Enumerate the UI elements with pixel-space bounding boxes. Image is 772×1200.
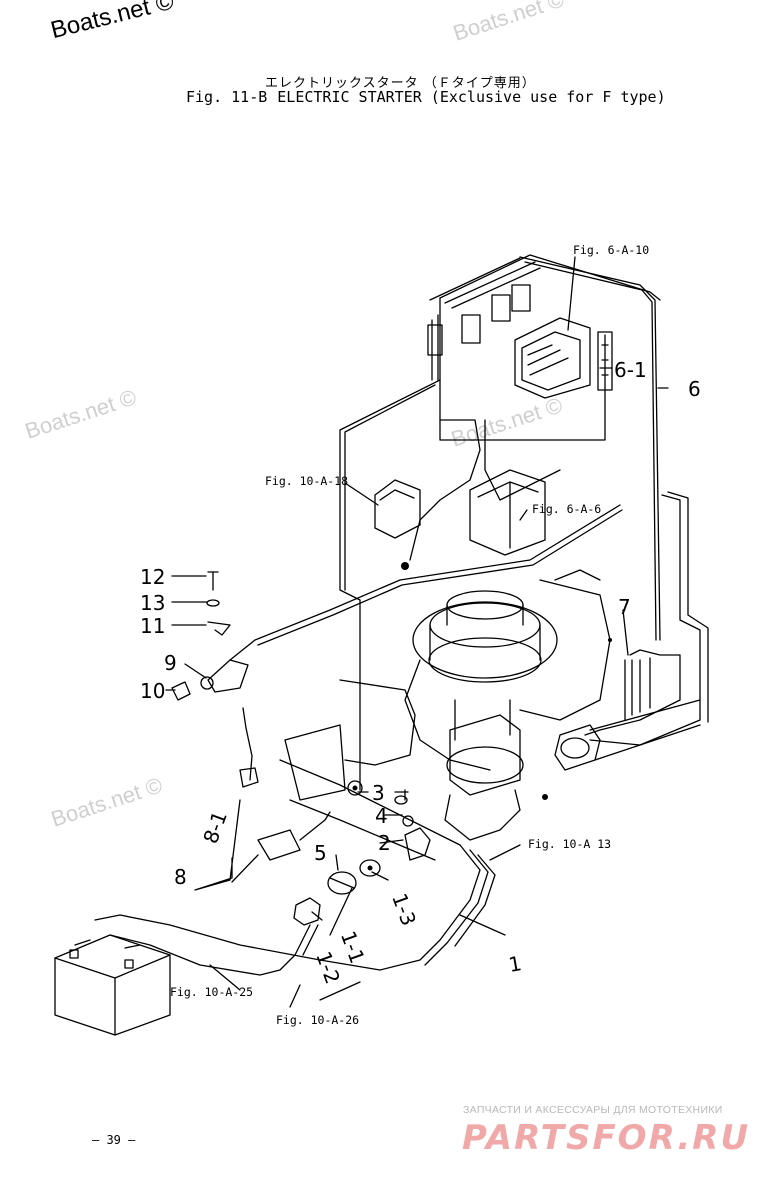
part-label-6: 6 [688, 377, 701, 401]
brand-logo: PARTSFOR.RU [462, 1118, 751, 1158]
page-number: — 39 — [92, 1133, 136, 1147]
japanese-title: エレクトリックスタータ （Ｆタイプ専用） [265, 76, 536, 91]
part-label-13: 13 [140, 591, 165, 615]
electrical-box [427, 254, 661, 641]
part-label-1: 1 [507, 951, 524, 977]
part-label-7: 7 [618, 595, 631, 619]
part-label-9: 9 [164, 651, 177, 675]
page-title: Fig. 11-B ELECTRIC STARTER (Exclusive use… [186, 88, 666, 106]
part-label-1-1: 1-1 [336, 928, 370, 967]
part-label-1-3: 1-3 [387, 890, 421, 929]
ref-fig-10-a-26: Fig. 10-A-26 [276, 1013, 359, 1027]
part-label-2: 2 [378, 831, 391, 855]
brand-tagline: ЗАПЧАСТИ И АКСЕССУАРЫ ДЛЯ МОТОТЕХНИКИ [463, 1104, 723, 1116]
part-label-1-2: 1-2 [311, 948, 345, 987]
part-label-8-1: 8-1 [198, 808, 232, 847]
part-label-4: 4 [375, 804, 388, 828]
figure-number: Fig. 11-B [186, 88, 268, 106]
ref-fig-10-a-25: Fig. 10-A-25 [170, 985, 253, 999]
part-label-3: 3 [372, 781, 385, 805]
part-label-12: 12 [140, 565, 165, 589]
part-label-11: 11 [140, 614, 165, 638]
part-label-8: 8 [174, 865, 187, 889]
ref-fig-6-a-6: Fig. 6-A-6 [532, 502, 601, 516]
ref-fig-10-a-13: Fig. 10-A 13 [528, 837, 611, 851]
figure-title: ELECTRIC STARTER (Exclusive use for F ty… [277, 88, 666, 106]
part-label-10: 10 [140, 679, 165, 703]
part-label-5: 5 [314, 841, 327, 865]
ref-fig-6-a-10: Fig. 6-A-10 [573, 243, 649, 257]
part-label-6-1: 6-1 [614, 358, 647, 382]
ref-fig-10-a-18: Fig. 10-A-18 [265, 474, 348, 488]
